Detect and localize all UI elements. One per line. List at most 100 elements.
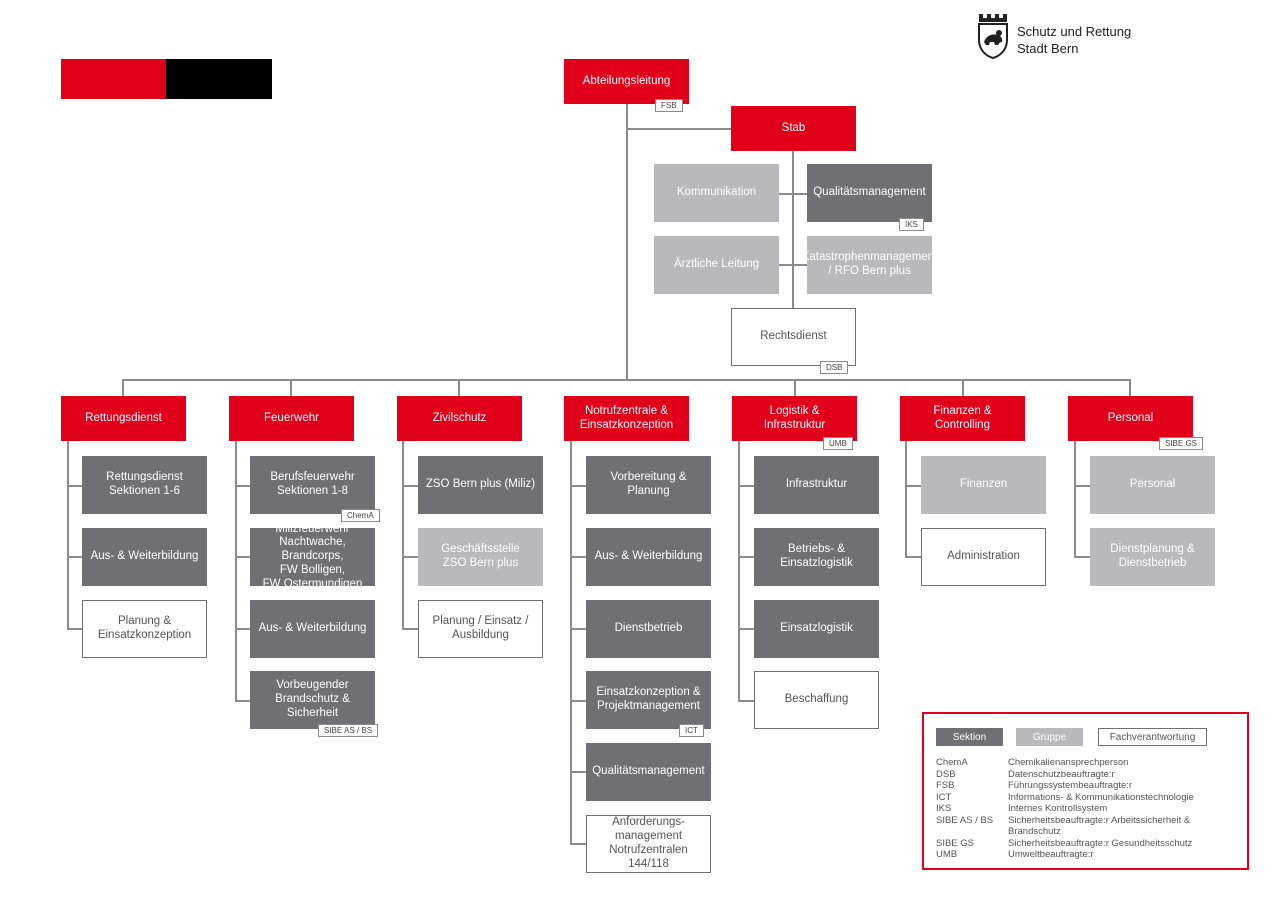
unit-milizfeuerwehr: Milizfeuerwehr Nachtwache, Brandcorps, F… [250,523,375,590]
legend-abbr-row: IKS Internes Kontrollsystem [936,803,1236,815]
abteilungsleitung-box: Abteilungsleitung [564,59,689,104]
legend-abbr-row: SIBE GS Sicherheitsbeauftragte:r Gesundh… [936,838,1236,850]
branch-vertical [67,441,69,629]
unit-geschaeftsstelle: Geschäftsstelle ZSO Bern plus [418,528,543,586]
fsb-badge: FSB [655,99,683,112]
branch-vertical [905,441,907,557]
branch-tick [738,556,754,558]
unit-berufsfeuerwehr: Berufsfeuerwehr Sektionen 1-8 [250,456,375,514]
sibe-as-bs-badge: SIBE AS / BS [318,724,379,737]
branch-tick [402,628,418,630]
line-drop [122,379,124,397]
umb-badge: UMB [823,437,853,450]
unit-vorbeugender-brandschutz: Vorbeugender Brandschutz & Sicherheit [250,671,375,729]
legend-fachverantwortung: Fachverantwortung [1098,728,1207,746]
unit-personal: Personal [1090,456,1215,514]
flag-black-half [166,59,272,99]
abbr-key: ChemA [936,757,968,768]
katastrophenmanagement-box: Katastrophenmanagement / RFO Bern plus [802,236,937,294]
unit-dienstbetrieb: Dienstbetrieb [586,600,711,658]
branch-vertical [1074,441,1076,557]
brand-name: Schutz und Rettung [1017,24,1132,39]
branch-tick [570,628,586,630]
bern-bear-logo-icon [977,12,1009,60]
stab-box: Stab [731,106,856,151]
abbr-key: FSB [936,780,955,791]
dsb-badge: DSB [820,361,849,374]
unit-feuerwehr-ausbildung: Aus- & Weiterbildung [250,600,375,658]
branch-tick [738,628,754,630]
unit-zivilschutz-planung: Planung / Einsatz / Ausbildung [418,600,543,658]
branch-tick [67,628,83,630]
unit-administration: Administration [921,528,1046,586]
abbr-text: Chemikalienansprechperson [1008,757,1129,768]
line-divisions-bar [122,379,1131,381]
division-rettungsdienst: Rettungsdienst [61,396,186,441]
chema-badge: ChemA [341,509,380,522]
abbr-key: ICT [936,791,952,803]
division-logistik: Logistik & Infrastruktur [732,396,857,441]
branch-tick [402,485,418,487]
unit-rettungsdienst-ausbildung: Aus- & Weiterbildung [82,528,207,586]
line-stab-row2 [778,264,808,266]
qualitaetsmanagement-box: Qualitätsmanagement [807,164,932,222]
unit-rettungsdienst-sektionen: Rettungsdienst Sektionen 1-6 [82,456,207,514]
branch-tick [1074,556,1090,558]
abbr-key: DSB [936,768,956,780]
abbr-text: Sicherheitsbeauftragte:r Arbeitssicherhe… [1008,814,1191,838]
branch-vertical [738,441,740,701]
division-personal: Personal [1068,396,1193,441]
line-main-vertical [626,104,628,380]
brand-city: Stadt Bern [1017,41,1079,56]
legend-abbr-row: SIBE AS / BS Sicherheitsbeauftragte:r Ar… [936,815,1236,838]
branch-tick [402,556,418,558]
line-drop [794,379,796,397]
branch-tick [905,485,921,487]
branch-tick [570,700,586,702]
division-finanzen: Finanzen & Controlling [900,396,1025,441]
unit-vorbereitung-planung: Vorbereitung & Planung [586,456,711,514]
unit-betriebslogistik: Betriebs- & Einsatzlogistik [754,528,879,586]
iks-badge: IKS [899,218,924,231]
branch-tick [905,556,921,558]
abbr-key: SIBE AS / BS [936,814,994,826]
line-stab-vertical [792,150,794,310]
kommunikation-box: Kommunikation [654,164,779,222]
abbr-text: Datenschutzbeauftragte:r [1008,768,1115,780]
unit-beschaffung: Beschaffung [754,671,879,729]
line-drop [290,379,292,397]
line-drop [458,379,460,397]
abbr-key: SIBE GS [936,837,975,849]
branch-tick [235,485,251,487]
aerztliche-leitung-box: Ärztliche Leitung [654,236,779,294]
legend-sektion: Sektion [936,728,1003,746]
branch-tick [1074,485,1090,487]
brand-flag [61,59,272,99]
branch-tick [235,556,251,558]
legend-gruppe: Gruppe [1016,728,1083,746]
abbr-text: Führungssystembeauftragte:r [1008,780,1133,791]
abbr-text: Sicherheitsbeauftragte:r Gesundheitsschu… [1008,837,1193,849]
line-drop [1129,379,1131,397]
unit-anforderungsmanagement: Anforderungs- management Notrufzentralen… [586,815,711,873]
unit-einsatzlogistik: Einsatzlogistik [754,600,879,658]
abbr-text: Informations- & Kommunikationstechnologi… [1008,791,1194,803]
line-to-stab [626,128,732,130]
division-zivilschutz: Zivilschutz [397,396,522,441]
legend-abbr-row: DSB Datenschutzbeauftragte:r [936,769,1236,781]
abbr-text: Internes Kontrollsystem [1008,803,1108,814]
branch-tick [570,485,586,487]
flag-red-half [61,59,166,99]
legend-abbr-row: FSB Führungssystembeauftragte:r [936,780,1236,792]
legend-abbr-row: ChemA Chemikalienansprechperson [936,757,1236,769]
unit-rettungsdienst-planung: Planung & Einsatzkonzeption [82,600,207,658]
branch-tick [570,556,586,558]
unit-finanzen: Finanzen [921,456,1046,514]
branch-tick [67,485,83,487]
line-stab-row1 [778,193,808,195]
branch-tick [235,628,251,630]
branch-tick [570,843,586,845]
branch-tick [570,771,586,773]
unit-einsatzkonzeption: Einsatzkonzeption & Projektmanagement [586,671,711,729]
division-notrufzentrale: Notrufzentrale & Einsatzkonzeption [564,396,689,441]
